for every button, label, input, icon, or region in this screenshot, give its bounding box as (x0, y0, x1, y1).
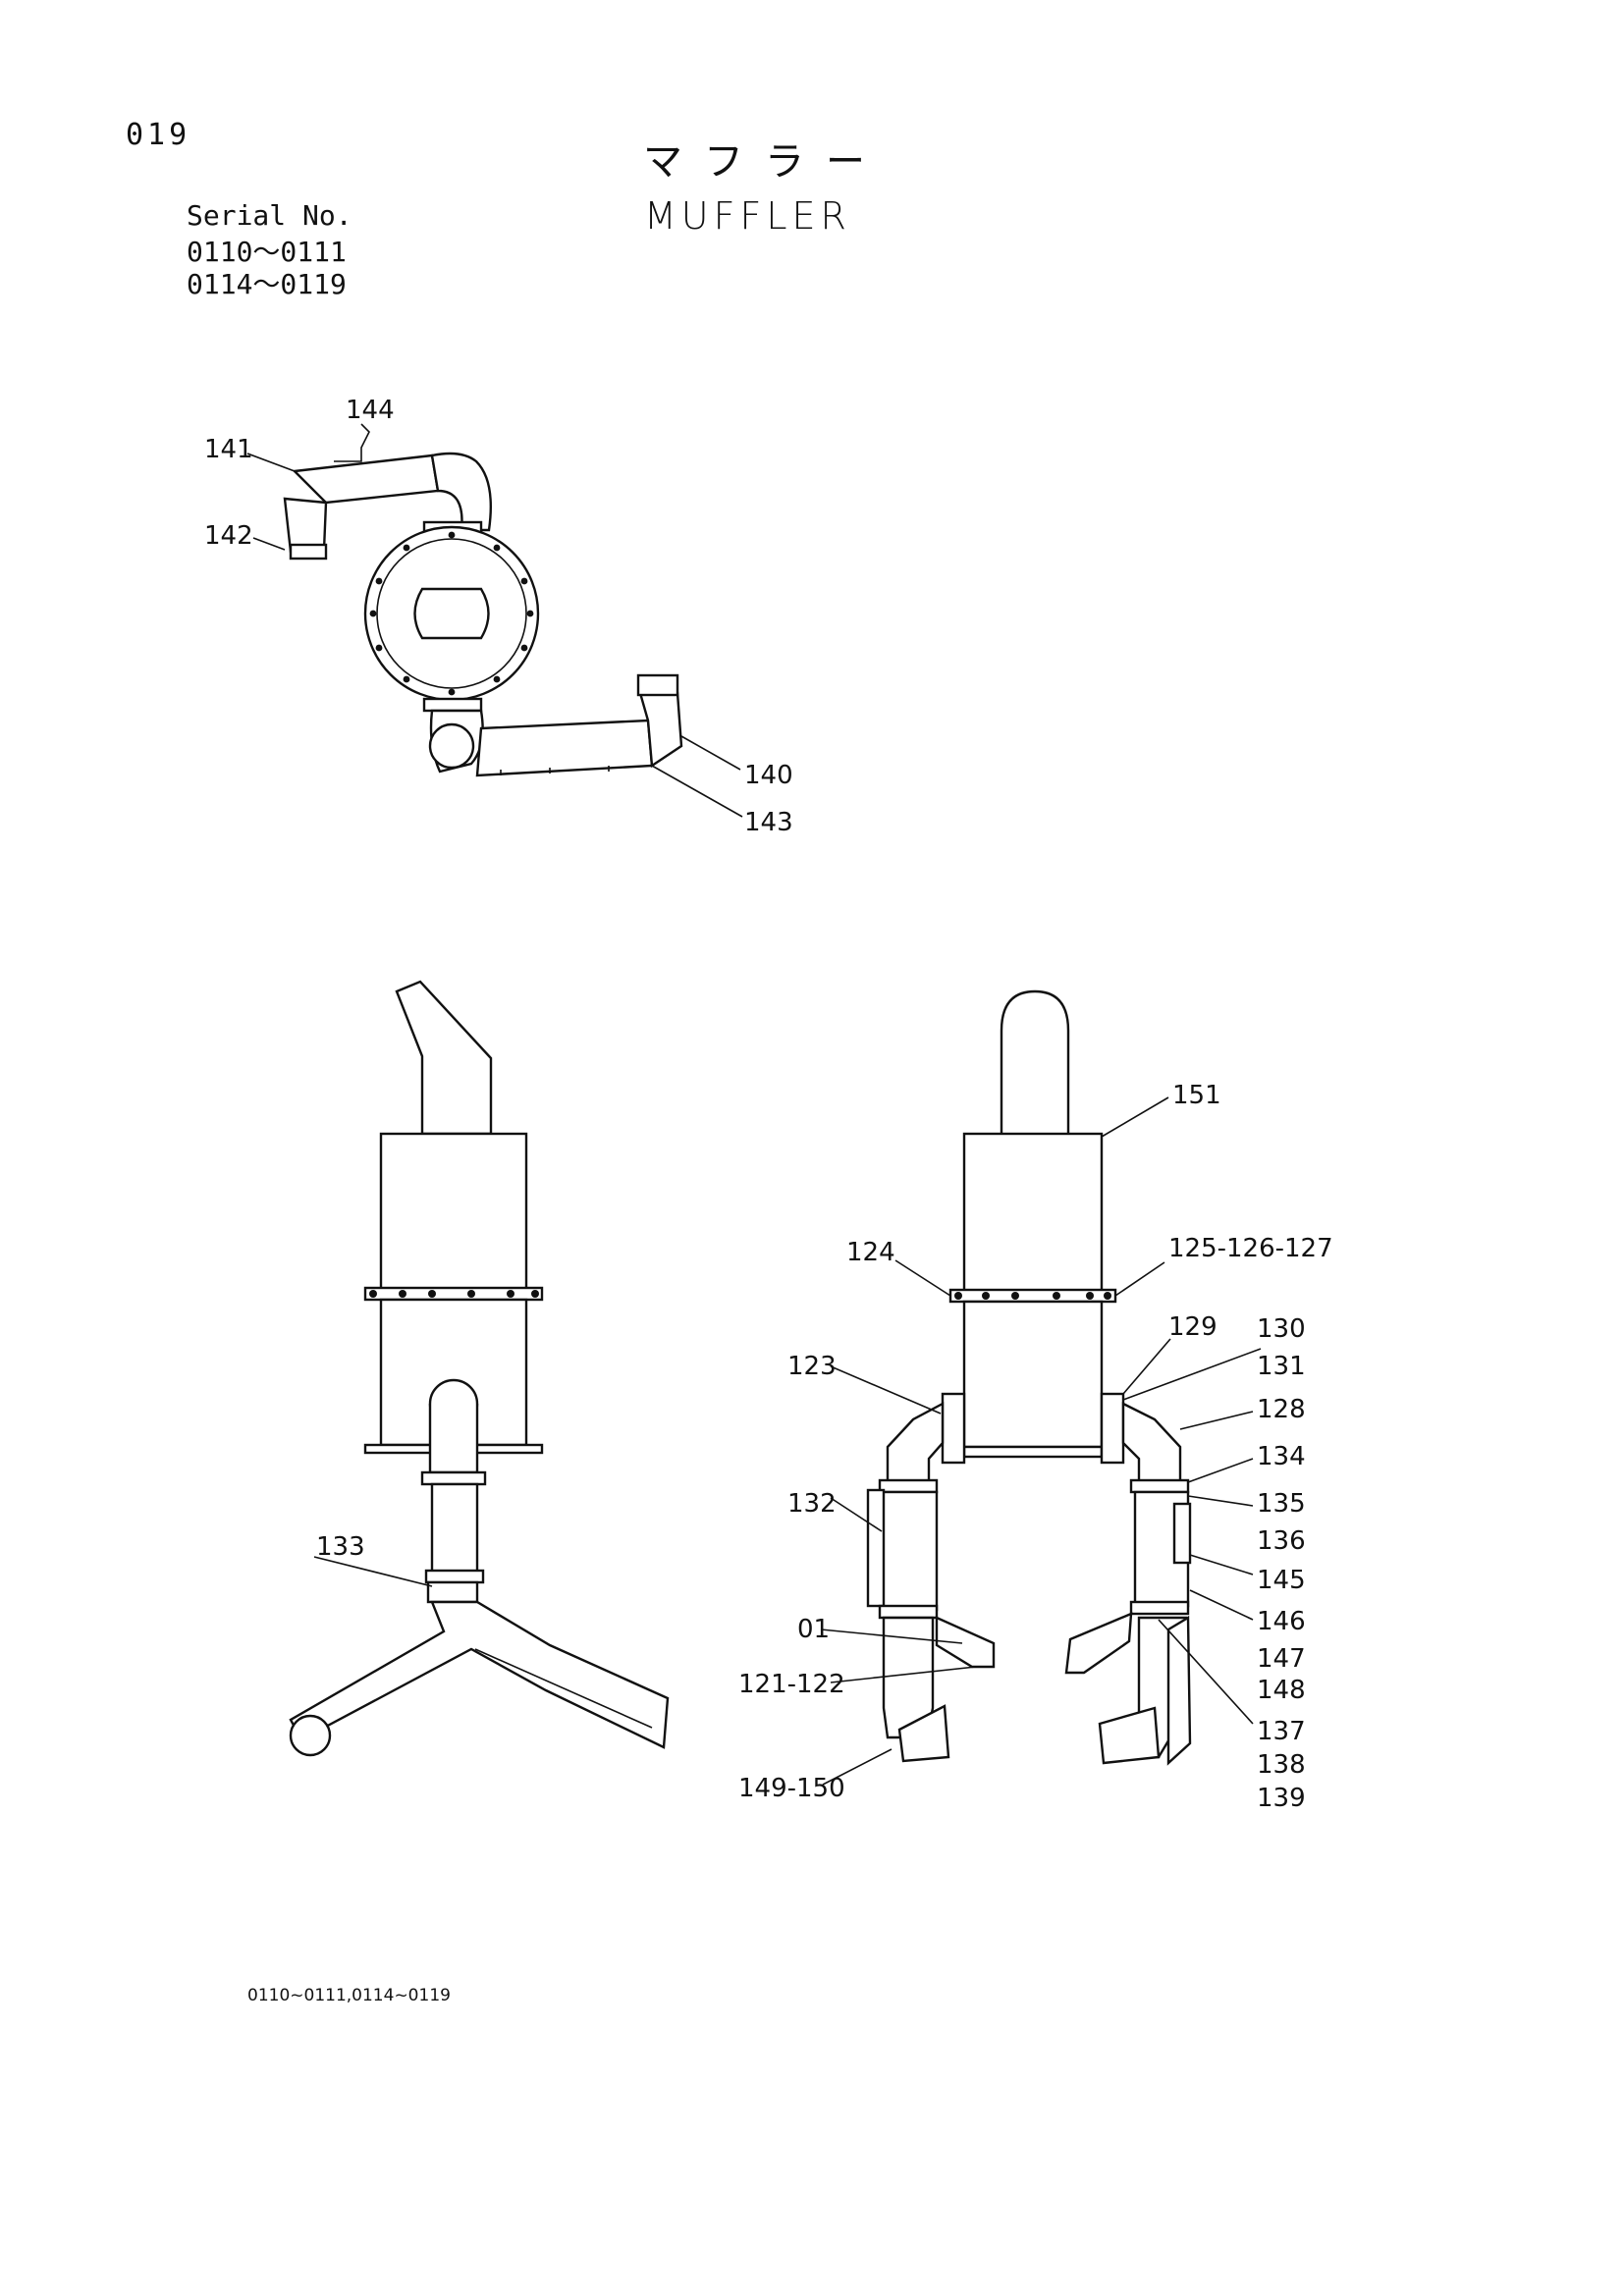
serial-range-1: 0110〜0111 (187, 236, 347, 268)
label-141: 141 (204, 435, 253, 464)
side-view: 133 (289, 980, 670, 1757)
label-130: 130 (1257, 1314, 1306, 1344)
label-151: 151 (1172, 1081, 1221, 1110)
label-133: 133 (316, 1532, 365, 1562)
serial-label: Serial No. (187, 199, 352, 232)
label-148: 148 (1257, 1676, 1306, 1705)
label-124: 124 (846, 1238, 895, 1267)
label-144: 144 (346, 396, 395, 425)
label-136: 136 (1257, 1526, 1306, 1556)
label-142: 142 (204, 521, 253, 551)
label-129: 129 (1168, 1312, 1217, 1342)
title-japanese: マフラー (643, 139, 887, 185)
label-147: 147 (1257, 1644, 1306, 1674)
label-131: 131 (1257, 1352, 1306, 1381)
label-139: 139 (1257, 1784, 1306, 1813)
footer-serial-note: 0110~0111,0114~0119 (247, 1986, 451, 2005)
label-125-126-127: 125-126-127 (1168, 1234, 1333, 1263)
side-flange-bolts (369, 1290, 539, 1298)
page-number: 019 (126, 118, 191, 152)
front-view: 151 124 125-126-127 129 130 131 123 128 … (738, 989, 1333, 1813)
label-132: 132 (787, 1489, 837, 1519)
label-138: 138 (1257, 1750, 1306, 1780)
label-128: 128 (1257, 1395, 1306, 1424)
label-140: 140 (744, 761, 793, 790)
flange-bolts (369, 531, 534, 696)
label-143: 143 (744, 808, 793, 837)
label-123: 123 (787, 1352, 837, 1381)
top-view: 144 141 142 140 143 (204, 396, 793, 837)
label-149-150: 149-150 (738, 1774, 845, 1803)
front-flange-bolts (954, 1292, 1111, 1300)
label-135: 135 (1257, 1489, 1306, 1519)
label-145: 145 (1257, 1566, 1306, 1595)
label-121-122: 121-122 (738, 1670, 845, 1699)
label-01: 01 (797, 1615, 830, 1644)
label-137: 137 (1257, 1717, 1306, 1746)
serial-range-2: 0114〜0119 (187, 268, 347, 300)
label-134: 134 (1257, 1442, 1306, 1471)
label-146: 146 (1257, 1607, 1306, 1636)
title-english: MUFFLER (644, 194, 851, 238)
